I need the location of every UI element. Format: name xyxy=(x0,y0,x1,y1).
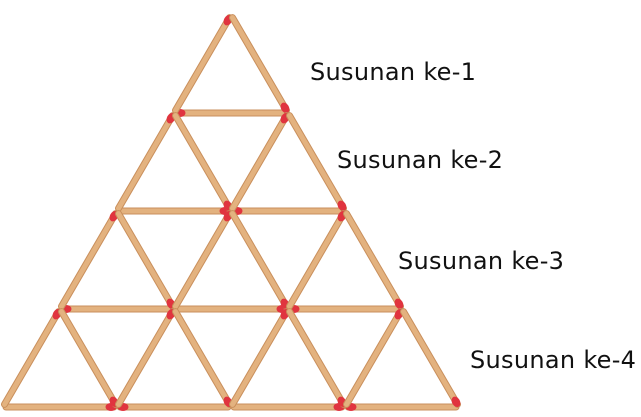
matchstick xyxy=(58,210,119,310)
matchstick xyxy=(59,305,175,313)
label-susunan-4: Susunan ke-4 xyxy=(470,346,637,374)
matchstick xyxy=(286,112,347,212)
label-susunan-3: Susunan ke-3 xyxy=(398,247,565,275)
matchstick xyxy=(172,14,233,114)
matchstick xyxy=(287,305,403,313)
matchstick xyxy=(172,308,233,408)
matchsticks xyxy=(1,14,461,411)
matchstick xyxy=(286,210,347,310)
matchstick xyxy=(172,112,233,212)
matchstick xyxy=(229,210,290,310)
matchstick xyxy=(116,207,232,215)
matchstick xyxy=(229,308,290,408)
matchstick xyxy=(286,308,347,408)
matchstick xyxy=(173,109,289,117)
match-head xyxy=(337,200,347,211)
matchstick xyxy=(229,14,290,114)
matchstick xyxy=(230,207,346,215)
match-head xyxy=(451,396,461,407)
matchstick xyxy=(173,305,289,313)
matchstick xyxy=(116,403,232,411)
matchstick xyxy=(230,403,346,411)
label-susunan-1: Susunan ke-1 xyxy=(310,58,477,86)
matchstick xyxy=(115,210,176,310)
matchstick xyxy=(172,210,233,310)
matchstick xyxy=(58,308,119,408)
matchstick xyxy=(2,403,118,411)
matchstick xyxy=(115,308,176,408)
match-head xyxy=(394,298,404,309)
matchstick xyxy=(400,308,461,408)
matchstick xyxy=(229,112,290,212)
matchstick xyxy=(343,210,404,310)
matchstick xyxy=(344,403,460,411)
matchstick xyxy=(115,112,176,212)
match-head xyxy=(280,102,290,113)
matchstick xyxy=(343,308,404,408)
label-susunan-2: Susunan ke-2 xyxy=(337,146,504,174)
matchstick xyxy=(1,308,62,408)
